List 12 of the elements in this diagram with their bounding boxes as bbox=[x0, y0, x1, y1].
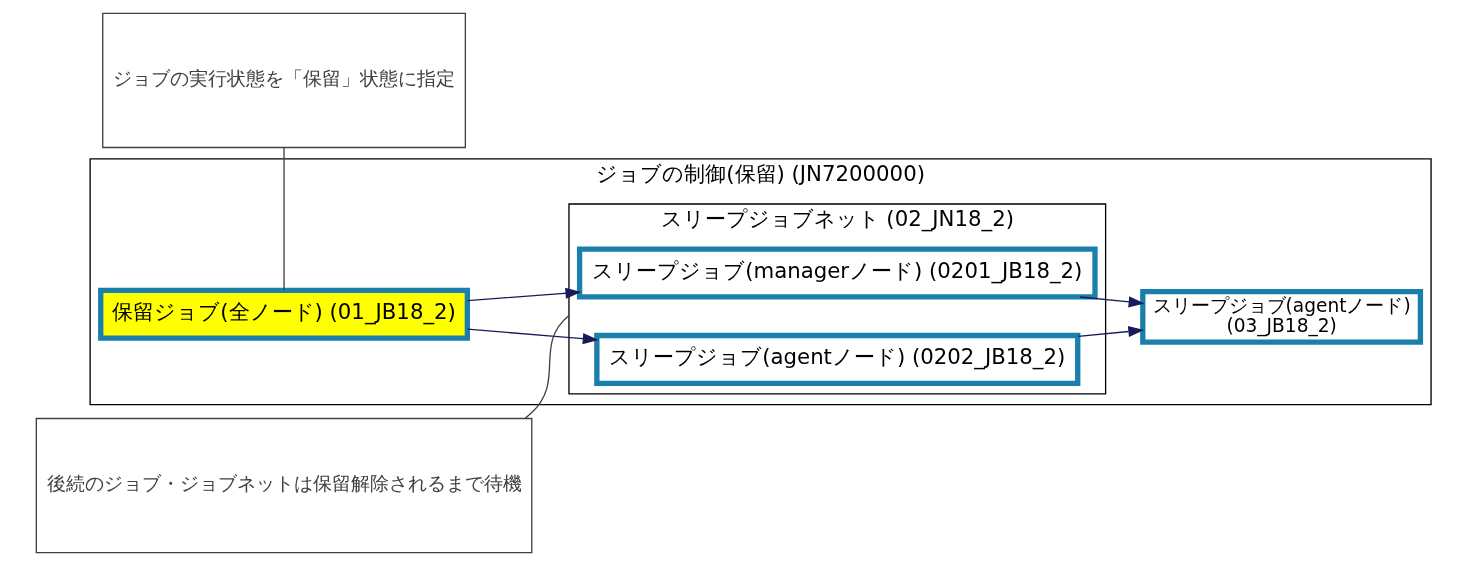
arrow bbox=[1079, 296, 1145, 308]
node-box: スリープジョブ(managerノード) (0201_JB18_2) bbox=[576, 246, 1098, 300]
arrow bbox=[466, 328, 599, 345]
arrow bbox=[466, 287, 582, 302]
connector bbox=[283, 146, 285, 291]
node-box: 後続のジョブ・ジョブネットは保留解除されるまで待機 bbox=[35, 417, 533, 554]
node-box: スリープジョブ(agentノード) (0202_JB18_2) bbox=[594, 332, 1081, 386]
node-box: スリープジョブ(agentノード) (03_JB18_2) bbox=[1140, 288, 1424, 345]
node-box: 保留ジョブ(全ノード) (01_JB18_2) bbox=[98, 287, 470, 341]
node-box: ジョブの実行状態を「保留」状態に指定 bbox=[102, 12, 467, 149]
arrow bbox=[1077, 325, 1145, 338]
connector bbox=[524, 314, 570, 419]
